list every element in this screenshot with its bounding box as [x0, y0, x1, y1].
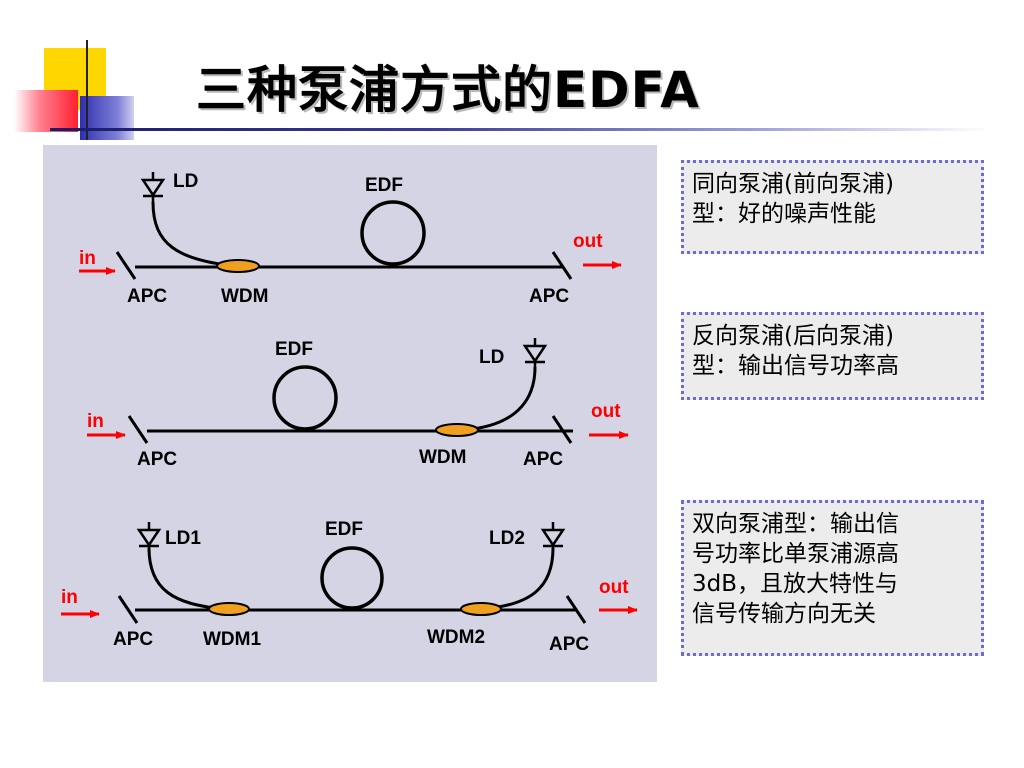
note-line: 号功率比单泵浦源高	[692, 541, 899, 567]
output-label: out	[599, 577, 629, 598]
edf-label: EDF	[275, 339, 313, 360]
laser-diode-icon	[140, 172, 166, 202]
note-line: 双向泵浦型：输出信	[692, 511, 899, 537]
pump1-label: LD1	[165, 528, 201, 549]
note-line: 3dB，且放大特性与	[692, 571, 899, 597]
wdm2-label: WDM2	[427, 627, 485, 648]
diagram-backward-pump: EDF LD in out APC WDM APC	[87, 338, 629, 470]
note-backward-pump: 反向泵浦(后向泵浦) 型：输出信号功率高	[681, 312, 984, 400]
pump2-fiber	[482, 547, 555, 611]
edf-coil	[320, 546, 384, 610]
output-label: out	[591, 401, 621, 422]
note-line: 型：输出信号功率高	[692, 353, 899, 379]
pump-label: LD	[173, 171, 198, 192]
diagram-forward-pump: LD EDF in out APC WDM APC	[79, 171, 622, 307]
wdm-label: WDM	[419, 447, 466, 468]
diagram-bidirectional-pump: LD1 EDF LD2 in out APC WDM1 WDM2 APC	[61, 519, 638, 655]
laser-diode-2-icon	[540, 522, 566, 552]
apc-left-label: APC	[137, 449, 177, 470]
pump2-label: LD2	[489, 528, 525, 549]
wdm-label: WDM	[221, 286, 268, 307]
apc-left-connector	[115, 251, 137, 280]
page-title: 三种泵浦方式的EDFA	[196, 61, 700, 119]
note-line: 信号传输方向无关	[692, 601, 876, 627]
deco-red-square	[14, 90, 78, 132]
note-line: 反向泵浦(后向泵浦)	[692, 323, 894, 349]
title-divider	[50, 128, 990, 131]
edf-label: EDF	[365, 175, 403, 196]
wdm1-coupler	[208, 602, 250, 616]
apc-left-label: APC	[113, 629, 153, 650]
wdm-coupler	[435, 423, 479, 437]
apc-right-connector	[565, 595, 587, 624]
laser-diode-icon	[522, 338, 548, 368]
edf-label: EDF	[325, 519, 363, 540]
note-line: 同向泵浦(前向泵浦)	[692, 171, 894, 197]
output-label: out	[573, 231, 603, 252]
apc-right-label: APC	[549, 634, 589, 655]
apc-right-label: APC	[523, 449, 563, 470]
input-label: in	[87, 411, 104, 432]
pump-fiber	[151, 201, 234, 268]
apc-left-connector	[127, 415, 149, 444]
apc-right-label: APC	[529, 286, 569, 307]
diagram-panel: LD EDF in out APC WDM APC EDF	[43, 145, 657, 682]
apc-right-connector	[551, 251, 573, 280]
deco-blue-square	[80, 96, 134, 140]
note-line: 型：好的噪声性能	[692, 201, 876, 227]
edf-coil	[360, 200, 426, 266]
pump1-fiber	[147, 547, 226, 611]
note-bidirectional-pump: 双向泵浦型：输出信 号功率比单泵浦源高 3dB，且放大特性与 信号传输方向无关	[681, 500, 984, 656]
apc-right-connector	[551, 415, 573, 444]
edf-coil	[272, 365, 338, 431]
wdm1-label: WDM1	[203, 629, 261, 650]
apc-left-connector	[117, 595, 139, 624]
deco-vertical-line	[86, 40, 88, 140]
edfa-diagrams: LD EDF in out APC WDM APC EDF	[61, 171, 638, 655]
pump-label: LD	[479, 347, 504, 368]
pump-fiber	[462, 366, 537, 432]
laser-diode-1-icon	[136, 522, 162, 552]
input-label: in	[61, 587, 78, 608]
input-label: in	[79, 248, 96, 269]
note-forward-pump: 同向泵浦(前向泵浦) 型：好的噪声性能	[681, 160, 984, 254]
wdm2-coupler	[460, 602, 502, 616]
apc-left-label: APC	[127, 286, 167, 307]
wdm-coupler	[216, 259, 260, 273]
